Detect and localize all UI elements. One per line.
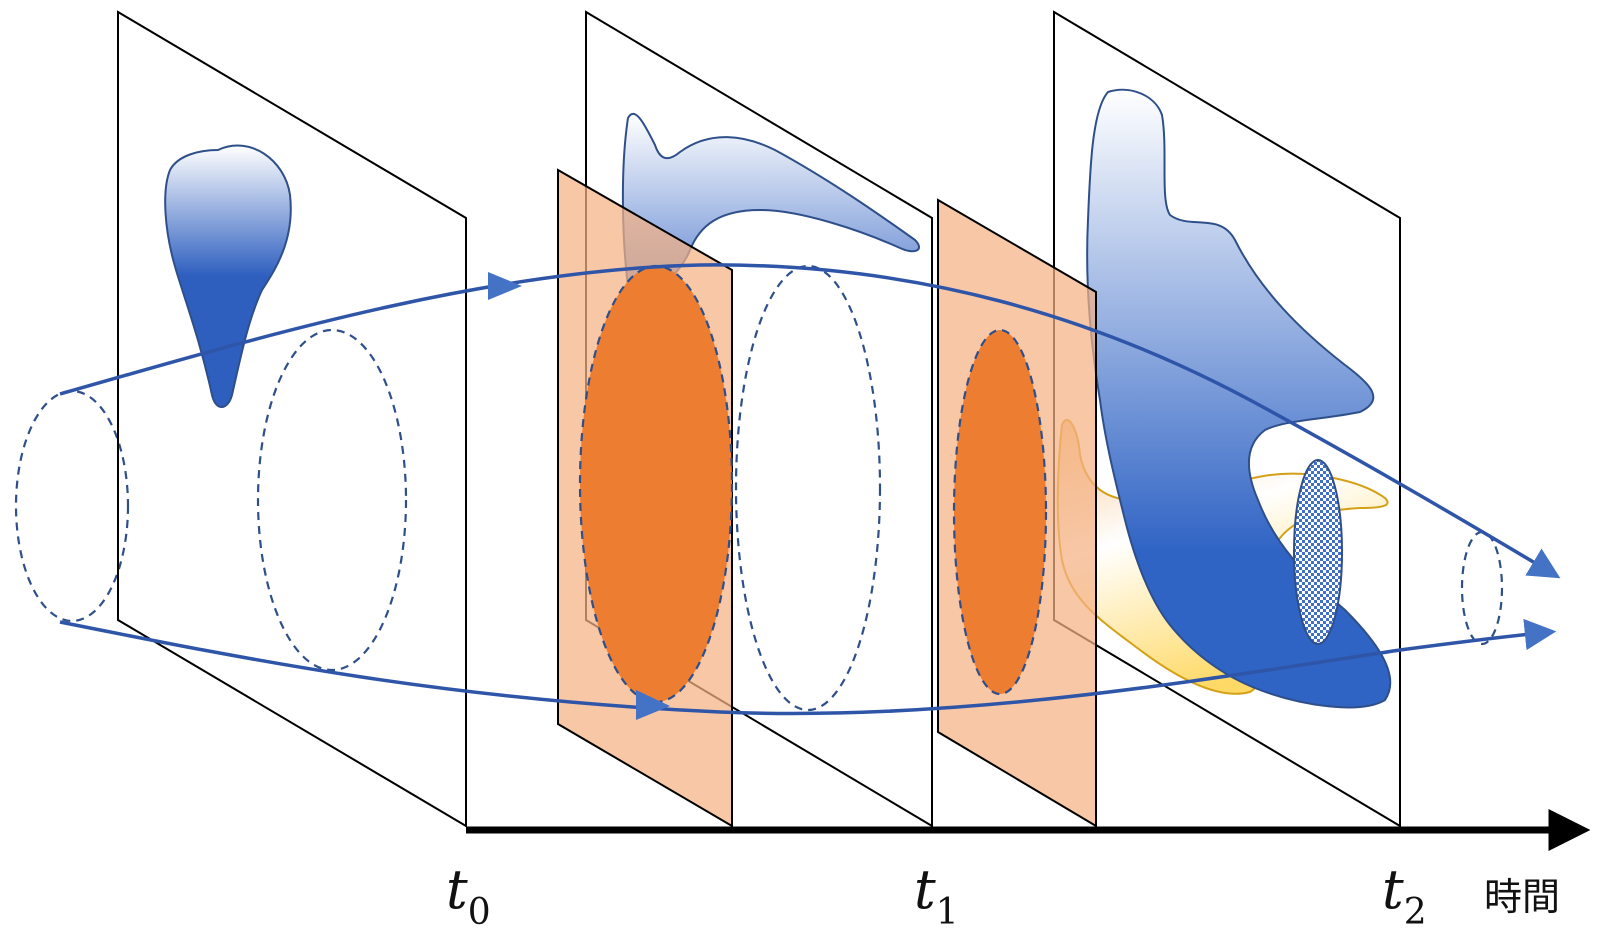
- blue-blob-t0: [164, 144, 292, 408]
- plane-t0: [117, 10, 467, 828]
- dashed-cross-section-2: [734, 264, 882, 712]
- tick-subscript-t1: 1: [936, 892, 959, 933]
- tick-label-t2: t2: [1382, 858, 1427, 933]
- tick-symbol-t1: t: [914, 858, 936, 921]
- dashed-cross-section-start: [14, 389, 130, 623]
- upper-trajectory-line: [59, 263, 1561, 579]
- lower-trajectory-arrowhead: [636, 690, 670, 720]
- tick-label-t1: t1: [914, 858, 959, 933]
- dashed-cross-section-end: [1460, 530, 1504, 646]
- tick-symbol-t0: t: [446, 858, 468, 921]
- tick-subscript-t2: 2: [1404, 892, 1427, 933]
- tick-symbol-t2: t: [1382, 858, 1404, 921]
- tick-label-t0: t0: [446, 858, 491, 933]
- lower-trajectory-line: [59, 618, 1557, 716]
- tick-subscript-t0: 0: [468, 892, 491, 933]
- orange-cross-section-1: [578, 264, 734, 704]
- axis-label-time: 時間: [1484, 875, 1560, 919]
- dashed-cross-section-1: [256, 328, 408, 672]
- checkered-cross-section: [1293, 459, 1343, 645]
- upper-trajectory-arrowhead: [488, 272, 522, 300]
- orange-cross-section-2: [952, 328, 1048, 696]
